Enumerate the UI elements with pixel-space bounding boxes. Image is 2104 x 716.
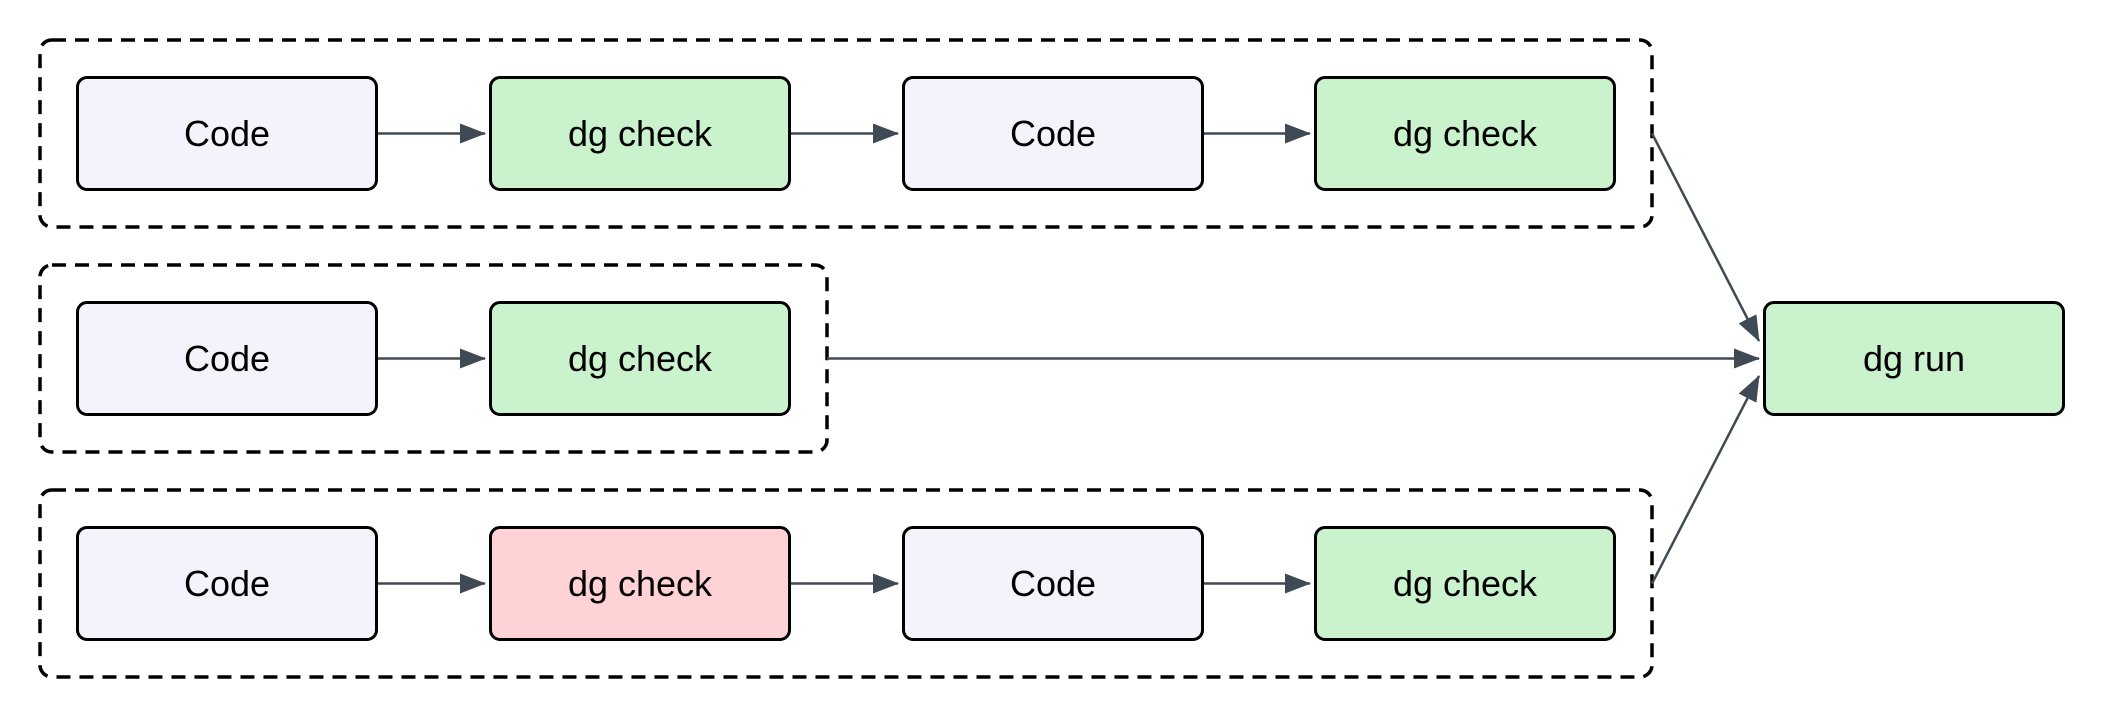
- node-label: Code: [183, 337, 271, 379]
- node-code: Code: [902, 526, 1204, 641]
- node-label: Code: [183, 562, 271, 604]
- node-label: dg check: [567, 337, 713, 379]
- edge-arrow-bottom-to-run: [1650, 375, 1761, 585]
- node-code: Code: [76, 526, 378, 641]
- edge-arrow-top-to-run: [1650, 132, 1761, 342]
- node-label: dg run: [1862, 337, 1966, 379]
- node-dg-run: dg run: [1763, 301, 2065, 416]
- node-dg-check-pass: dg check: [1314, 76, 1616, 191]
- node-code: Code: [76, 301, 378, 416]
- node-code: Code: [76, 76, 378, 191]
- node-label: Code: [1009, 112, 1097, 154]
- node-dg-check-pass: dg check: [1314, 526, 1616, 641]
- node-label: dg check: [567, 562, 713, 604]
- node-code: Code: [902, 76, 1204, 191]
- node-dg-check-pass: dg check: [489, 301, 791, 416]
- node-dg-check-fail: dg check: [489, 526, 791, 641]
- node-label: Code: [1009, 562, 1097, 604]
- node-label: dg check: [1392, 112, 1538, 154]
- node-label: Code: [183, 112, 271, 154]
- node-dg-check-pass: dg check: [489, 76, 791, 191]
- node-label: dg check: [1392, 562, 1538, 604]
- node-label: dg check: [567, 112, 713, 154]
